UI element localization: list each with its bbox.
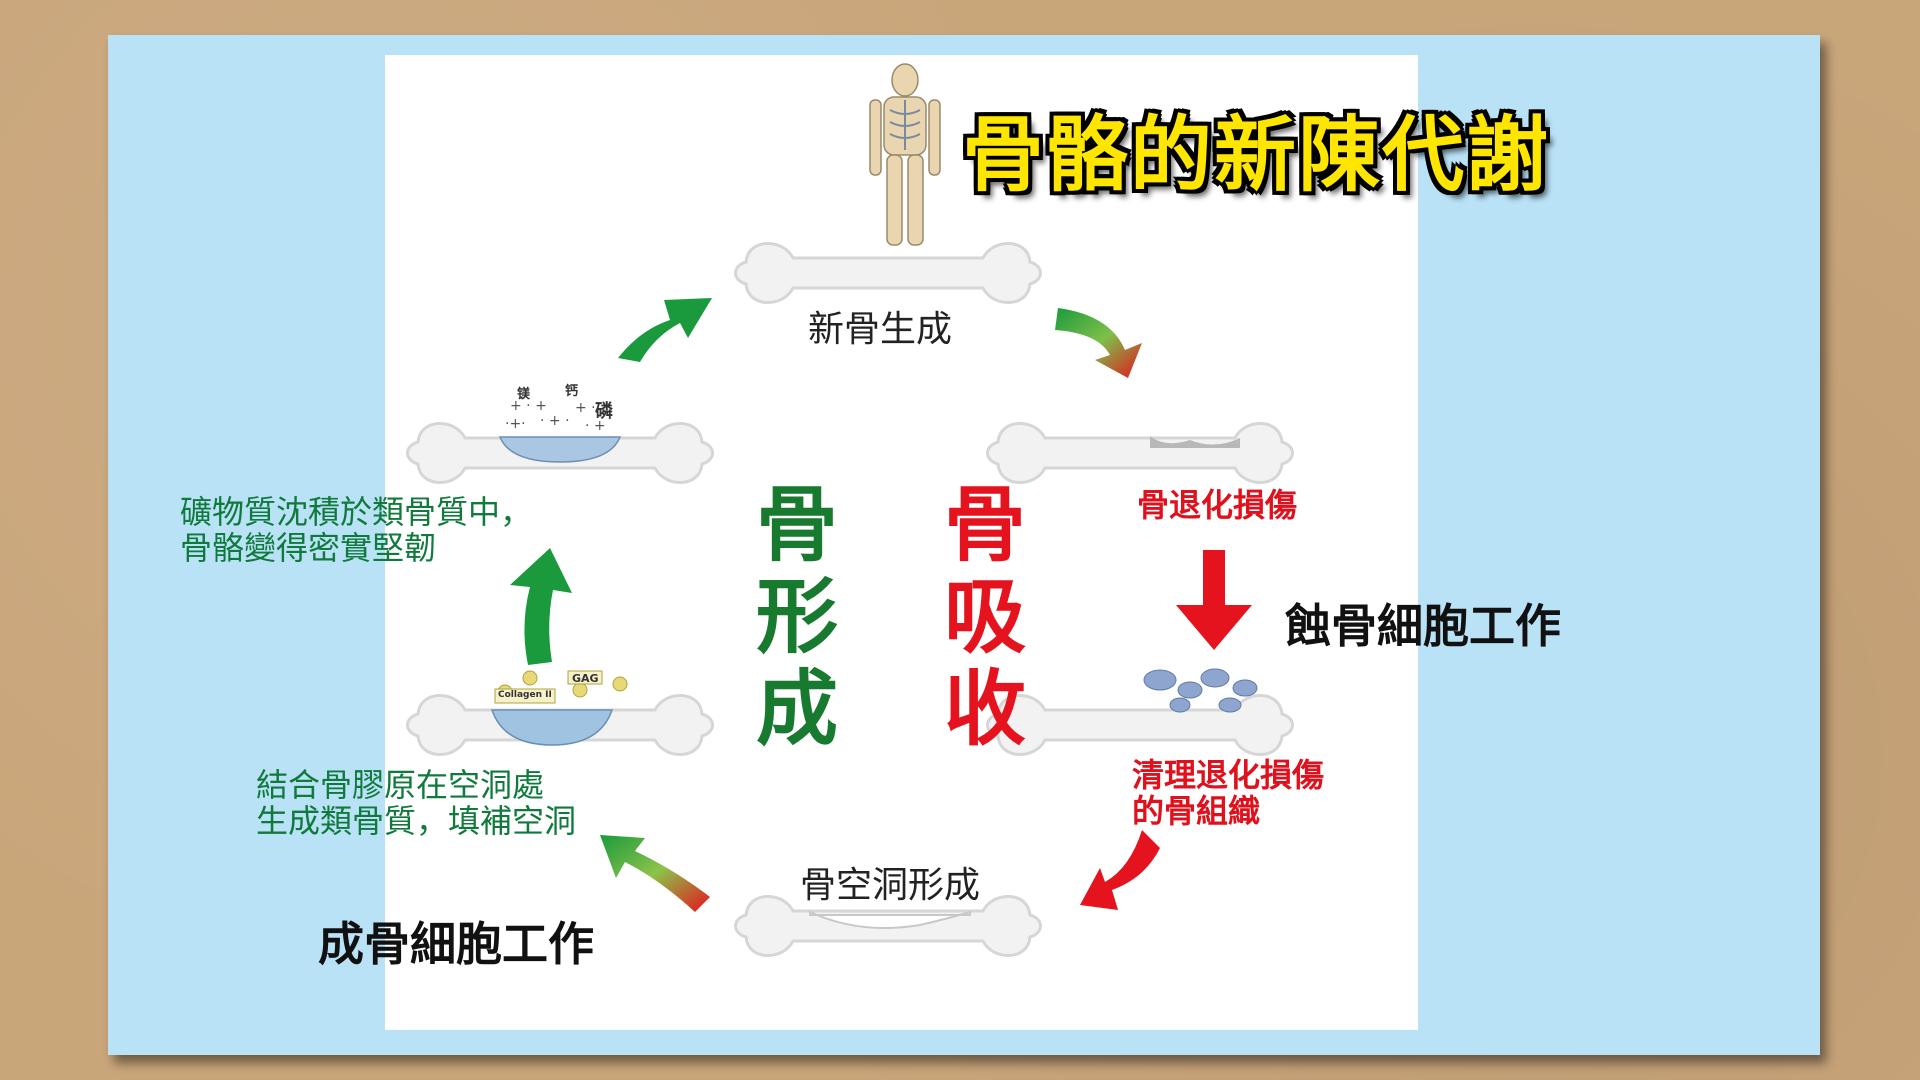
label-collagen: Collagen II (498, 690, 552, 700)
arrow-degeneration-to-clearing (1176, 550, 1252, 650)
stage-clearing-line2: 的骨組織 (1132, 792, 1261, 830)
label-phosphorus: 磷 (595, 401, 613, 422)
bone-resorption-label: 骨吸收 (940, 480, 1030, 756)
bone-new (734, 241, 1042, 305)
svg-text:· + ·: · + · (540, 413, 570, 429)
svg-text:+ ·: + · (575, 400, 596, 416)
stage-fill-line2: 生成類骨質，填補空洞 (256, 802, 577, 840)
stage-cavity: 骨空洞形成 (800, 865, 981, 906)
bone-resorption-text: 骨吸收 (943, 478, 1026, 757)
osteoclast-label: 蝕骨細胞工作 (1285, 599, 1561, 653)
arrow-mineralization-to-new (618, 298, 712, 362)
svg-text:+ · +: + · + (510, 398, 547, 414)
arrow-fill-to-mineralization (510, 548, 572, 665)
bone-mineralization: + · + · + · + · ·+· · + (406, 398, 714, 485)
label-gag: GAG (572, 672, 599, 685)
bone-formation-label: 骨形成 (752, 480, 842, 756)
arrow-cavity-to-fill (600, 835, 710, 912)
skeleton-figure (869, 63, 941, 246)
bone-clearing (986, 668, 1294, 757)
stage-clearing-line1: 清理退化損傷 (1132, 756, 1325, 794)
stage-fill-line1: 結合骨膠原在空洞處 (256, 766, 545, 804)
arrow-new-to-degeneration (1055, 308, 1142, 378)
bone-collagen-fill (406, 670, 714, 757)
bone-degeneration (986, 421, 1294, 485)
stage-degeneration: 骨退化損傷 (1137, 486, 1298, 524)
svg-text:·+·: ·+· (505, 416, 526, 432)
skeleton-bones (889, 100, 921, 150)
osteoblast-label: 成骨細胞工作 (318, 917, 594, 971)
stage-new-bone: 新骨生成 (808, 309, 953, 350)
arrow-clearing-to-cavity (1080, 830, 1160, 910)
stage-mineral-line1: 礦物質沈積於類骨質中， (180, 493, 533, 531)
stage-mineral-line2: 骨骼變得密實堅韌 (180, 529, 437, 567)
page-title: 骨骼的新陳代謝 (962, 108, 1551, 203)
svg-text:· +: · + (585, 418, 606, 434)
bone-formation-text: 骨形成 (755, 478, 838, 757)
label-magnesium: 镁 (517, 387, 531, 402)
label-calcium: 钙 (565, 384, 579, 399)
bone-cavity (734, 894, 1042, 958)
